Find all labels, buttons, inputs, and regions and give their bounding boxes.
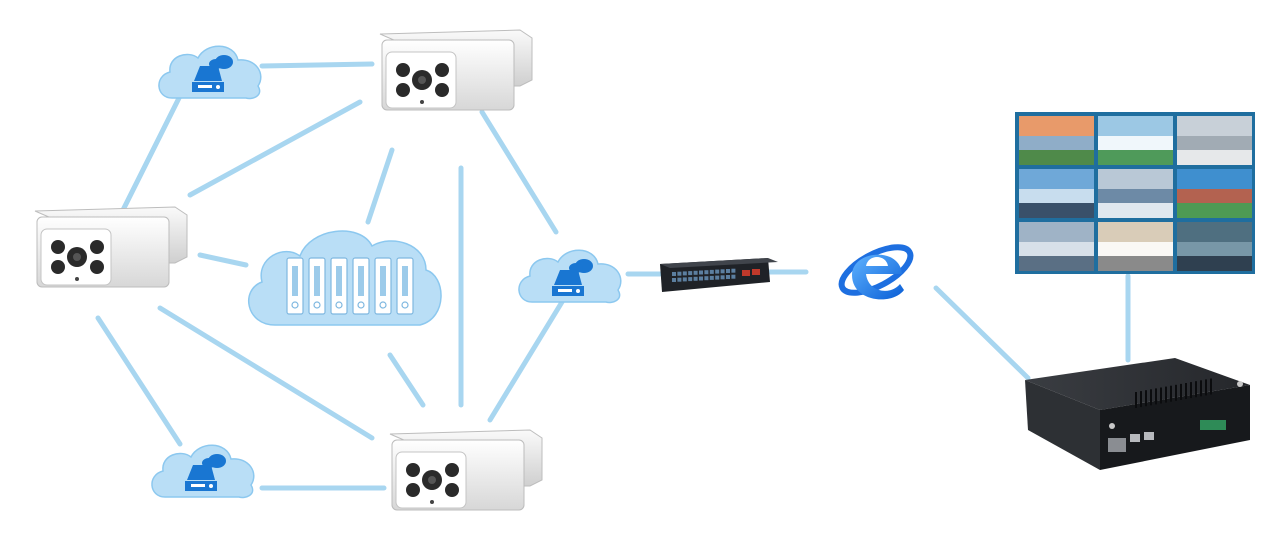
bullet-camera-icon <box>389 429 543 511</box>
connection-line-cloud-storage-top-to-camera-top <box>259 61 375 69</box>
video-wall-screen <box>1177 222 1252 271</box>
video-wall-screen <box>1019 116 1094 165</box>
video-wall-screen <box>1019 222 1094 271</box>
bullet-camera-icon <box>379 29 533 111</box>
bullet-camera-icon <box>34 206 188 288</box>
nvr-server-icon <box>1025 358 1250 470</box>
network-switch-icon <box>660 258 778 292</box>
connection-line-camera-left-to-camera-top <box>187 99 363 198</box>
cloud-storage-icon <box>158 45 262 100</box>
video-wall-screen <box>1177 116 1252 165</box>
connection-line-camera-left-to-cloud-storage-bottom <box>95 315 183 447</box>
video-wall-screen <box>1098 169 1173 218</box>
video-wall-screen <box>1019 169 1094 218</box>
connection-line-internet-to-nvr-server <box>933 285 1031 381</box>
connection-line-cloud-storage-right-to-camera-bottom <box>487 299 565 423</box>
monitor-wall-icon <box>1015 112 1255 274</box>
video-wall-screen <box>1098 222 1173 271</box>
connection-line-camera-top-to-cloud-server-center <box>365 147 395 225</box>
internet-explorer-icon <box>838 244 914 300</box>
server-rack-cloud-icon <box>247 230 442 326</box>
connection-line-camera-top-to-cloud-storage-right <box>479 109 559 235</box>
connection-lines <box>95 61 1131 491</box>
connection-line-camera-left-to-cloud-server-center <box>197 252 249 268</box>
cloud-storage-icon <box>518 249 622 304</box>
cloud-storage-icon <box>151 444 255 499</box>
video-wall-screen <box>1177 169 1252 218</box>
connection-line-cloud-server-center-to-camera-bottom <box>387 352 426 408</box>
connection-line-camera-left-to-camera-bottom <box>157 305 375 441</box>
video-wall-screen <box>1098 116 1173 165</box>
connection-line-cloud-storage-top-to-camera-left <box>119 93 183 215</box>
